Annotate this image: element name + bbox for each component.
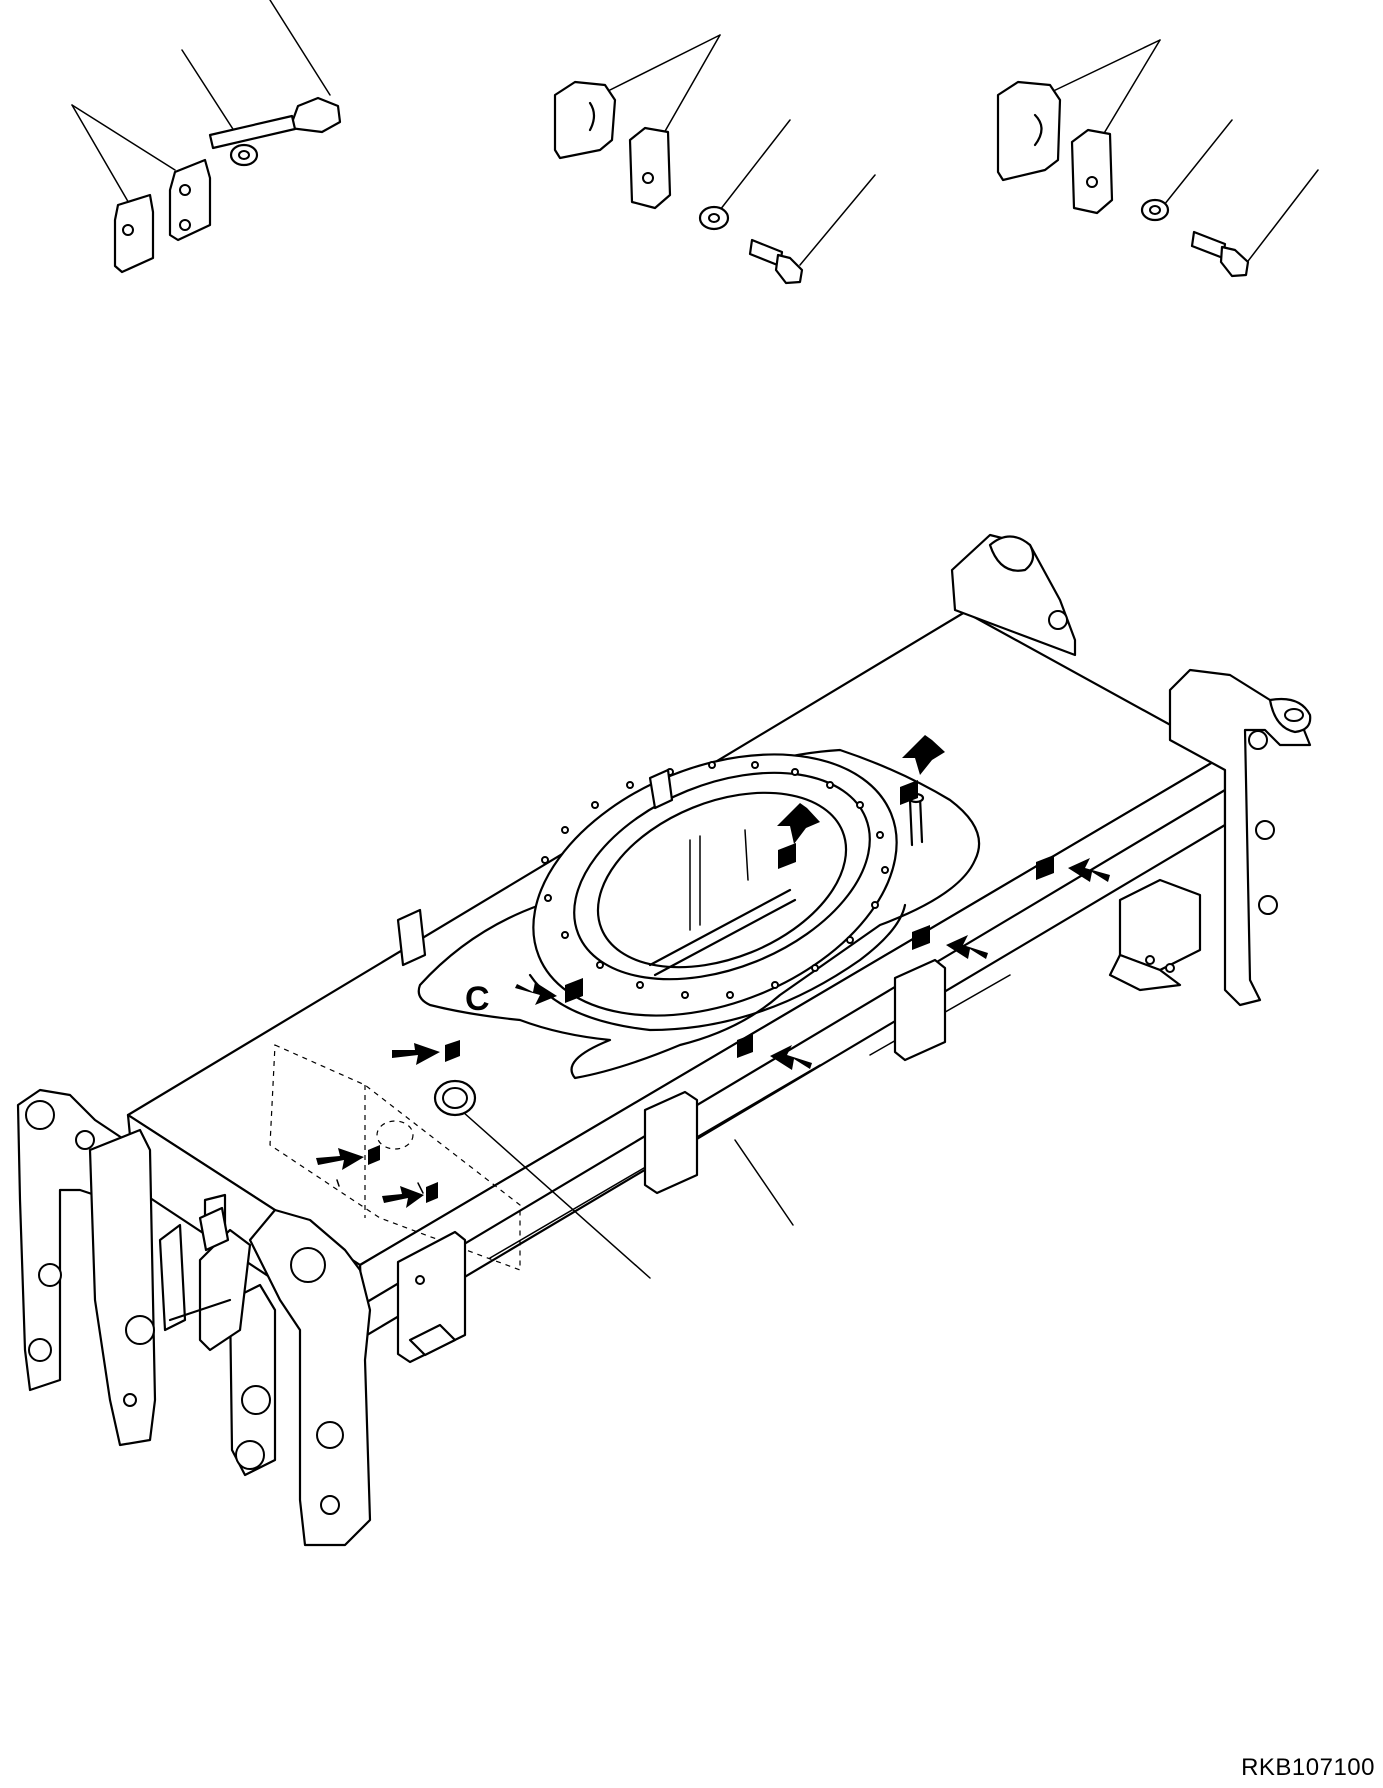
clamp-assembly-small: [71, 0, 342, 274]
direction-arrows: [316, 735, 1110, 1208]
clamp-assembly-medium: [553, 34, 876, 285]
weld-point-markers: [368, 780, 1054, 1203]
clamp-assembly-large: [996, 39, 1319, 278]
ring-bolt-holes: [541, 761, 889, 999]
drawing-code: RKB107100: [1241, 1754, 1375, 1781]
view-label-c: C: [465, 980, 490, 1018]
left-end-brackets: [16, 1088, 372, 1547]
track-frame: [16, 533, 1312, 1547]
